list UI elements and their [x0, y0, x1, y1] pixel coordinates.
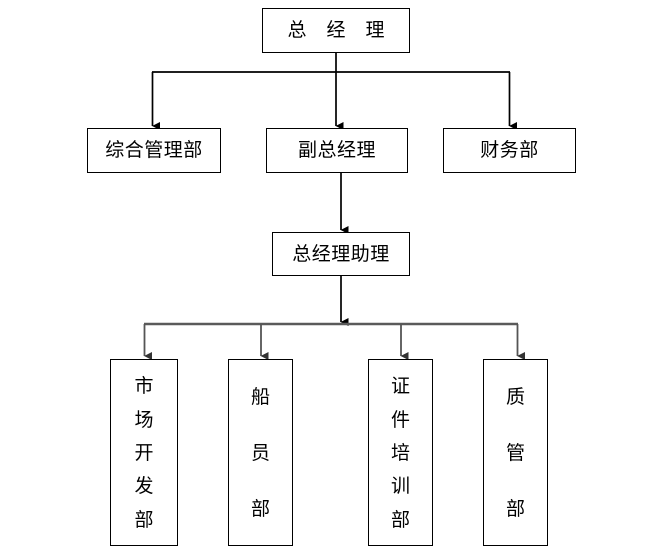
node-label-char: 证 [390, 375, 410, 398]
node-quality-management-dept-label: 质管部 [484, 370, 547, 537]
node-label-char: 员 [250, 441, 270, 464]
node-label-char: 部 [134, 508, 154, 531]
node-certificate-training-dept[interactable]: 证件培训部 [368, 359, 433, 546]
node-label-char: 开 [134, 441, 154, 464]
node-label-char: 管 [505, 441, 525, 464]
node-market-development-dept[interactable]: 市场开发部 [110, 359, 178, 546]
node-label-char: 市 [134, 375, 154, 398]
node-label-char: 部 [250, 497, 270, 520]
node-label-char: 件 [390, 408, 410, 431]
node-quality-management-dept[interactable]: 质管部 [483, 359, 548, 546]
node-finance-dept[interactable]: 财务部 [443, 128, 576, 173]
node-label-char: 培 [390, 441, 410, 464]
node-label-char: 部 [390, 508, 410, 531]
connector-gm-to-tier1 [151, 53, 518, 130]
node-crew-dept-label: 船员部 [229, 370, 292, 537]
node-comprehensive-management-dept[interactable]: 综合管理部 [87, 128, 221, 173]
node-comprehensive-management-dept-label: 综合管理部 [105, 139, 203, 162]
node-finance-dept-label: 财务部 [480, 139, 539, 162]
node-deputy-general-manager[interactable]: 副总经理 [266, 128, 408, 173]
node-general-manager-assistant-label: 总经理助理 [292, 242, 390, 265]
node-label-char: 场 [134, 408, 154, 431]
node-label-char: 船 [250, 386, 270, 409]
connector-assistant-to-departments [143, 276, 526, 360]
node-certificate-training-dept-label: 证件培训部 [369, 370, 432, 537]
node-deputy-general-manager-label: 副总经理 [297, 139, 376, 162]
node-label-char: 发 [134, 475, 154, 498]
node-crew-dept[interactable]: 船员部 [228, 359, 293, 546]
node-general-manager-assistant[interactable]: 总经理助理 [272, 232, 410, 276]
node-general-manager-label: 总 经 理 [287, 19, 392, 42]
node-label-char: 部 [505, 497, 525, 520]
node-label-char: 训 [390, 475, 410, 498]
node-label-char: 质 [505, 386, 525, 409]
node-general-manager[interactable]: 总 经 理 [262, 8, 410, 53]
node-market-development-dept-label: 市场开发部 [111, 370, 177, 537]
